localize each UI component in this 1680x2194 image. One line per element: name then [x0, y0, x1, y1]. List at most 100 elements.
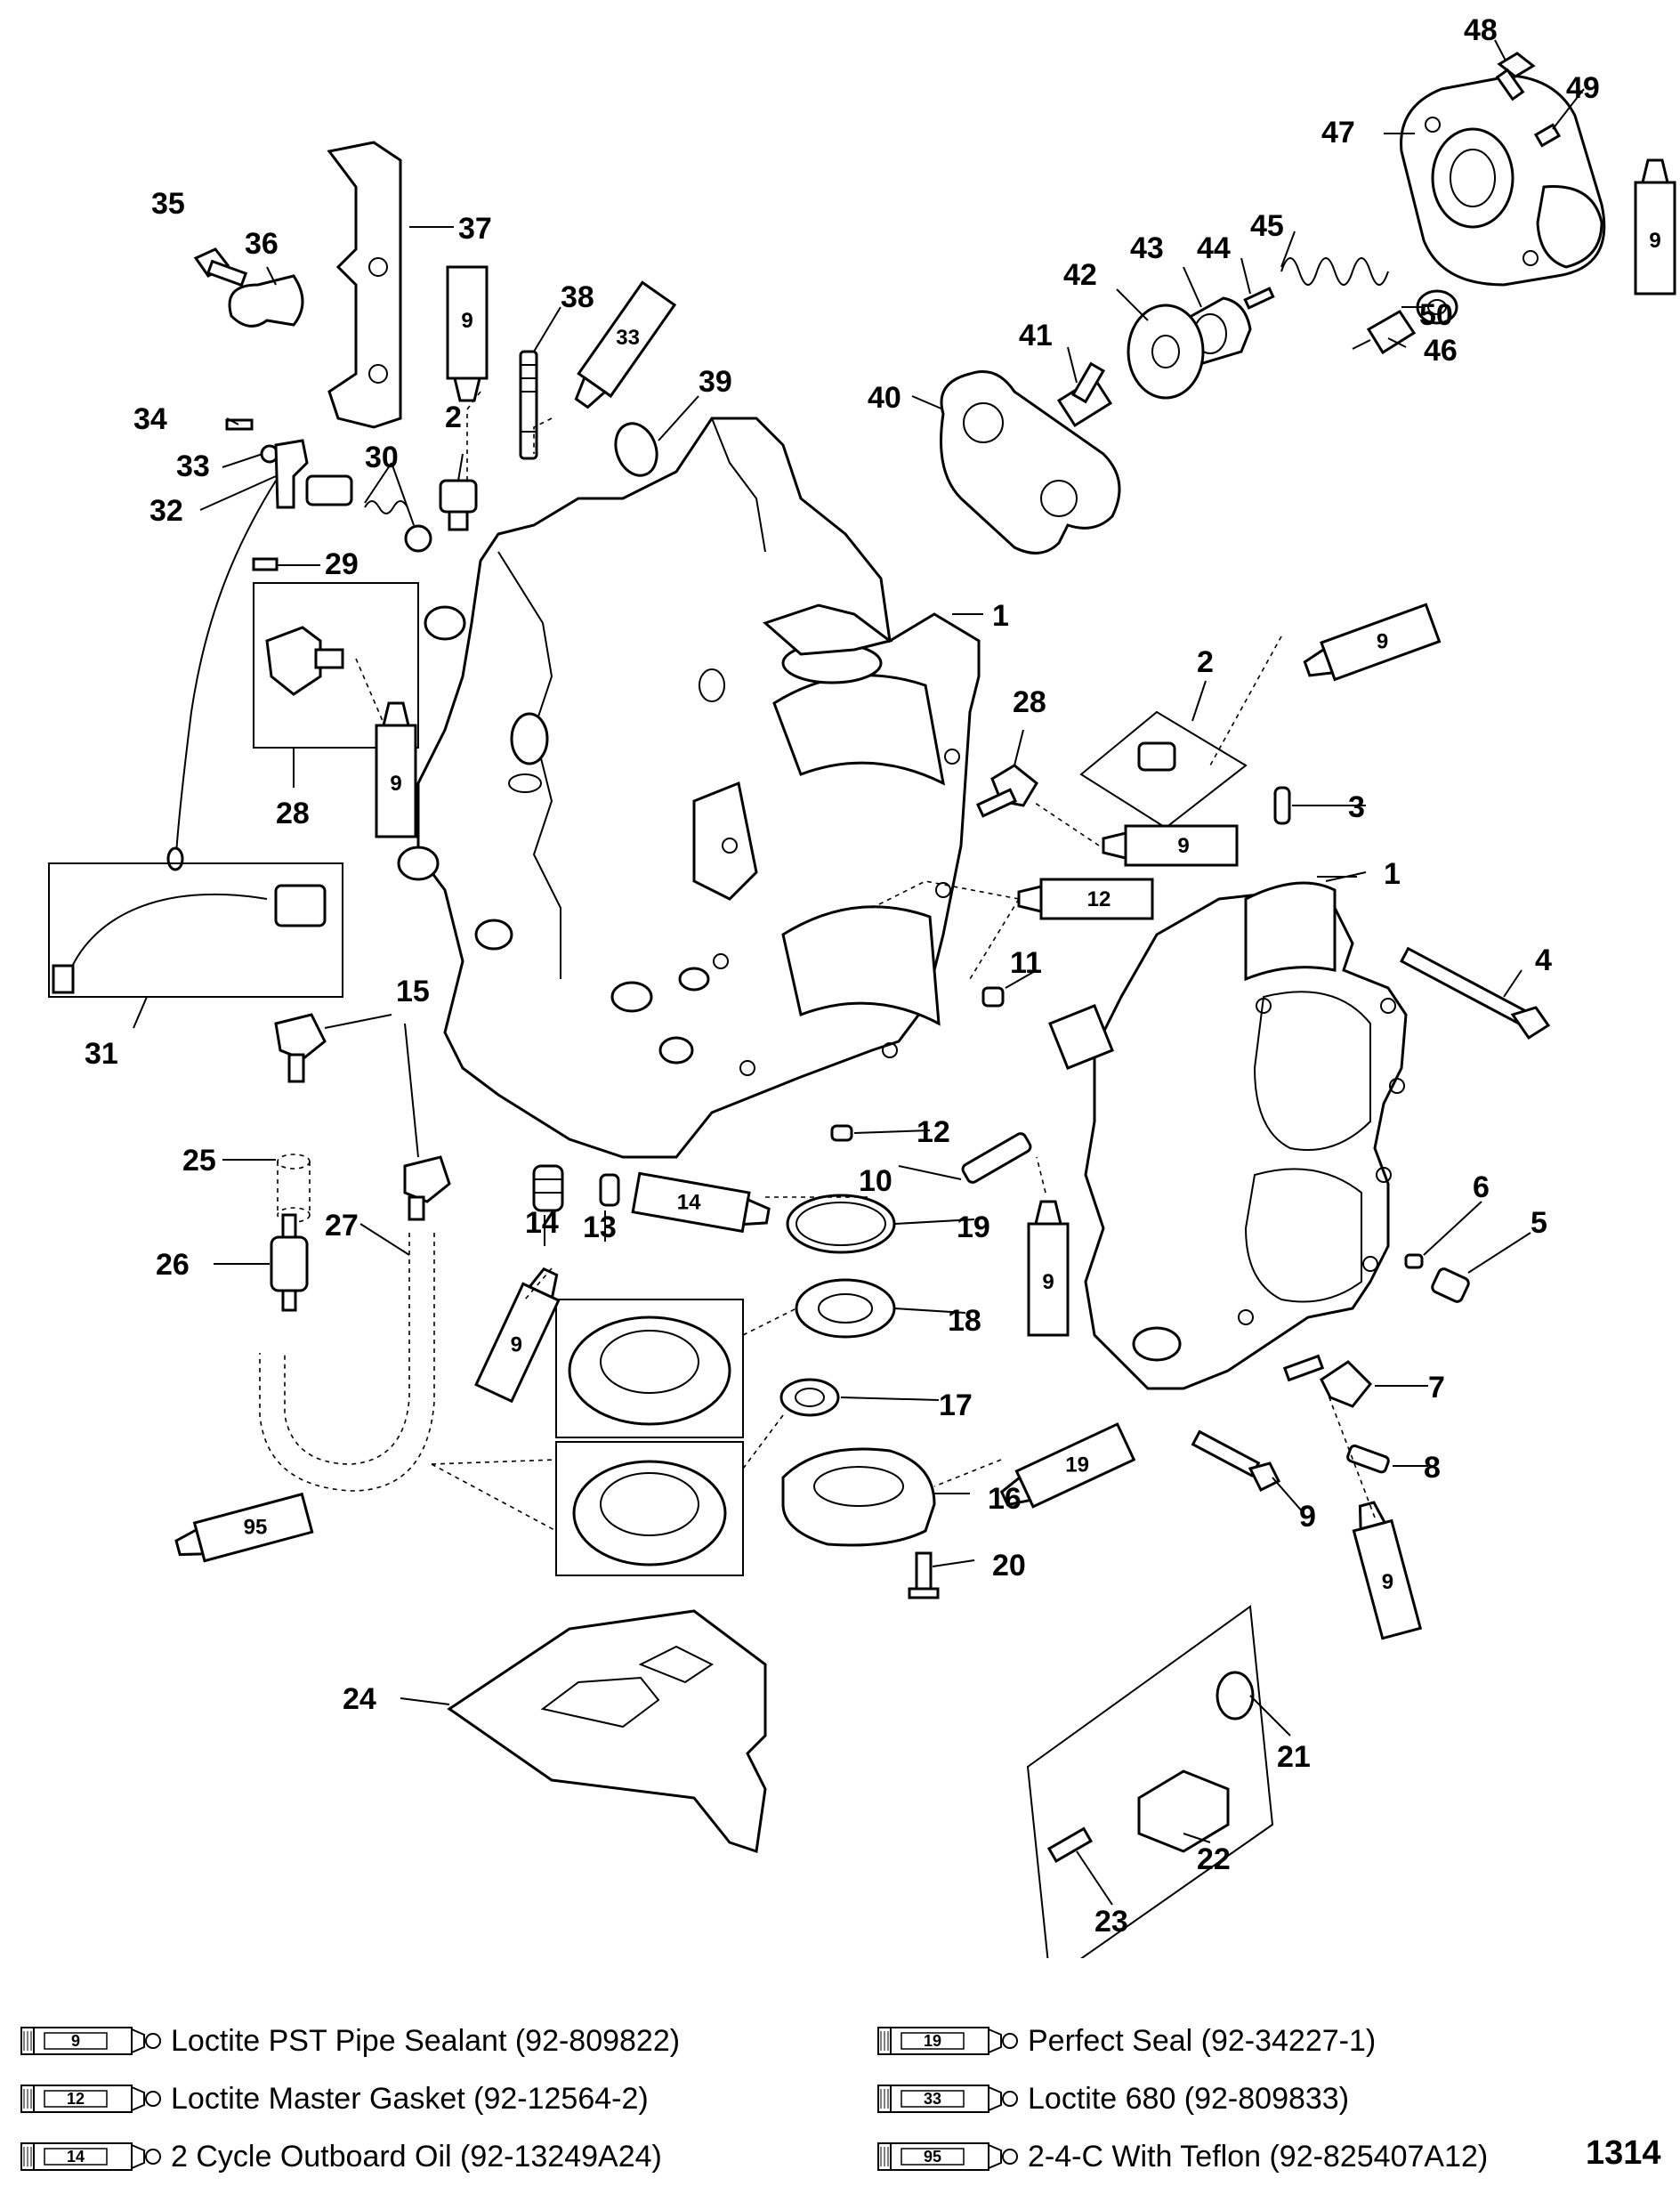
part-11-plug: [981, 986, 1005, 1008]
sealant-tube-icon: 9: [20, 2027, 161, 2055]
part-30-valve-assembly: [305, 474, 432, 553]
callout-4: 4: [1535, 943, 1552, 977]
part-1-cylinder-block: [397, 417, 981, 1159]
part-24-gasket: [447, 1609, 767, 1853]
part-41-valve: [1056, 361, 1113, 428]
part-3-dowel: [1273, 786, 1291, 825]
callout-14: 14: [525, 1206, 559, 1240]
part-4-bolt: [1399, 946, 1551, 1040]
svg-text:19: 19: [924, 2032, 941, 2050]
svg-text:33: 33: [924, 2090, 941, 2108]
callout-21: 21: [1277, 1740, 1311, 1774]
callout-32: 32: [149, 494, 183, 528]
sealant-tube-icon: 14: [20, 2142, 161, 2171]
sealant-tube-icon: 19: [877, 2027, 1018, 2055]
callout-2-right: 2: [1197, 645, 1214, 679]
callout-44: 44: [1197, 231, 1231, 265]
tube-9-upper-center: 9: [446, 265, 489, 402]
callout-37: 37: [458, 212, 492, 246]
part-7-elbow: [1282, 1354, 1373, 1408]
svg-text:95: 95: [924, 2148, 941, 2166]
legend-item: 9 Loctite PST Pipe Sealant (92-809822): [20, 2020, 680, 2061]
svg-text:9: 9: [1649, 229, 1660, 253]
callout-20: 20: [992, 1549, 1026, 1583]
part-8-nipple: [1346, 1444, 1390, 1474]
part-2-box: [1079, 710, 1248, 830]
exploded-parts-diagram: 9 33 9 9 9 9 12 14 9 9 19 95: [48, 13, 1676, 1958]
seal-box-upper: [555, 1299, 744, 1438]
svg-text:19: 19: [1065, 1453, 1089, 1477]
part-25-sleeve: [277, 1154, 311, 1223]
callout-11: 11: [1010, 946, 1042, 980]
svg-text:9: 9: [1377, 630, 1388, 654]
callout-23: 23: [1094, 1905, 1128, 1939]
callout-48: 48: [1464, 13, 1498, 47]
part-1-crankcase-cover: [1048, 881, 1408, 1390]
part-29-screw: [252, 557, 279, 571]
part-48-bolt: [1495, 52, 1536, 101]
svg-text:95: 95: [244, 1516, 268, 1540]
callout-35: 35: [151, 187, 185, 221]
part-9-bolt: [1191, 1429, 1281, 1493]
tube-9-right-bottom: 9: [1352, 1501, 1423, 1640]
part-49-screw: [1533, 123, 1562, 148]
callout-3: 3: [1348, 790, 1365, 824]
callout-39: 39: [699, 365, 732, 399]
part-16-seal-carrier: [781, 1447, 936, 1547]
wire-lead: [166, 480, 277, 871]
part-34-screw: [225, 418, 254, 431]
tube-95-lower-left: 95: [174, 1492, 314, 1563]
tube-14-center: 14: [631, 1171, 771, 1234]
tube-19-right-lower: 19: [999, 1422, 1136, 1509]
tube-9-center-vertical: 9: [1027, 1200, 1070, 1337]
legend-text: 2 Cycle Outboard Oil (92-13249A24): [171, 2139, 662, 2174]
svg-text:9: 9: [1042, 1270, 1054, 1294]
leader-lines: [133, 39, 1585, 1906]
legend-text: Perfect Seal (92-34227-1): [1028, 2023, 1377, 2058]
part-2-plug: [439, 479, 478, 531]
callout-6: 6: [1473, 1170, 1490, 1204]
callout-26: 26: [156, 1248, 190, 1282]
legend-item: 19 Perfect Seal (92-34227-1): [876, 2020, 1376, 2061]
tube-9-top-right: 9: [1634, 158, 1676, 296]
sealant-tube-icon: 33: [877, 2085, 1018, 2113]
part-27-hose: [259, 1233, 435, 1492]
callout-16: 16: [988, 1482, 1022, 1516]
callout-19: 19: [957, 1210, 990, 1244]
callout-5: 5: [1531, 1206, 1547, 1240]
part-5-fitting: [1431, 1267, 1470, 1303]
part-31-box: [48, 862, 343, 998]
callout-38: 38: [561, 280, 594, 314]
callout-41: 41: [1019, 319, 1053, 352]
part-38-stud: [519, 350, 538, 460]
part-6-plug: [1404, 1253, 1424, 1269]
legend-item: 33 Loctite 680 (92-809833): [876, 2078, 1349, 2119]
callout-28-left: 28: [276, 797, 310, 830]
tube-33-upper: 33: [574, 280, 677, 409]
tube-9-right-upper: 9: [1303, 603, 1442, 682]
part-10-fitting: [961, 1132, 1032, 1184]
part-19-o-ring: [786, 1194, 896, 1254]
callout-27: 27: [325, 1209, 359, 1243]
callout-8: 8: [1424, 1451, 1441, 1485]
callout-28-right: 28: [1013, 685, 1046, 719]
tube-9-left-lower: 9: [474, 1267, 561, 1404]
legend-item: 12 Loctite Master Gasket (92-12564-2): [20, 2078, 649, 2119]
svg-text:9: 9: [1177, 834, 1189, 858]
svg-text:9: 9: [1382, 1570, 1393, 1594]
callout-10: 10: [859, 1164, 892, 1198]
svg-text:9: 9: [71, 2032, 80, 2050]
part-37-bracket: [327, 141, 402, 429]
callout-9: 9: [1299, 1500, 1316, 1534]
seal-box-lower: [555, 1441, 744, 1576]
part-35-bolt: [193, 247, 248, 287]
tube-12-mid: 12: [1017, 878, 1154, 920]
sealant-tube-icon: 12: [20, 2085, 161, 2113]
callout-46: 46: [1424, 334, 1458, 368]
callout-50: 50: [1419, 298, 1453, 332]
part-32-clip: [274, 439, 309, 509]
legend-text: Loctite 680 (92-809833): [1028, 2081, 1350, 2116]
part-26-filter: [270, 1213, 309, 1312]
part-39-sleeve: [614, 422, 658, 477]
callout-45: 45: [1250, 209, 1284, 243]
